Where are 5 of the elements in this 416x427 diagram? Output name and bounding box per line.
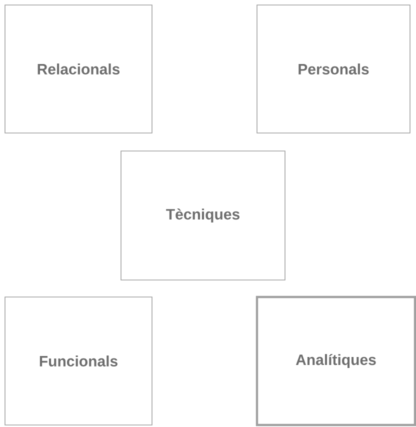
category-box: Funcionals	[4, 296, 152, 426]
category-box: Tècniques	[120, 150, 286, 280]
category-box: Relacionals	[4, 4, 152, 134]
category-box: Personals	[256, 4, 410, 134]
category-box: Analítiques	[256, 296, 416, 426]
